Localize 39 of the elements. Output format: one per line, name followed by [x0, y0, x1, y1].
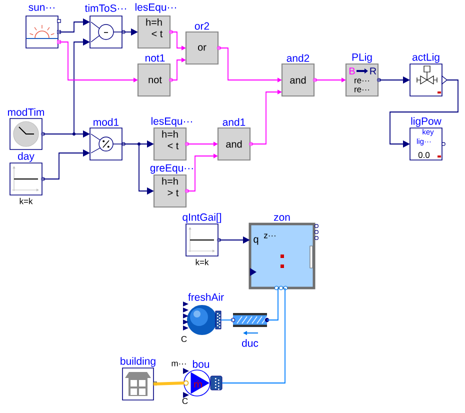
block-name: lesEqu···	[136, 3, 176, 13]
logic-block: h=h < t	[137, 15, 173, 49]
parameter-label: k=k	[196, 258, 209, 266]
logic-block: h=h < t	[153, 127, 189, 161]
block-name: sun···	[28, 5, 54, 11]
block-name: building	[120, 357, 156, 367]
block-name: greEqu···	[150, 164, 193, 174]
connection-line	[222, 288, 286, 384]
block-name: timToS···	[84, 4, 126, 12]
block-name: zon	[274, 215, 290, 221]
block-name: and1	[222, 118, 246, 126]
logic-block: and	[217, 127, 253, 161]
logic-block: and	[281, 63, 317, 97]
block-name: actLig	[412, 53, 440, 63]
block-name: duc	[242, 339, 258, 347]
block-name: bou	[192, 360, 210, 368]
parameter-label: k=k	[20, 198, 33, 204]
port-label: C	[181, 336, 187, 342]
block-name: PLig	[352, 53, 372, 63]
block-name: lesEqu···	[152, 117, 192, 127]
block-name: or2	[194, 22, 210, 30]
block-name: mod1	[94, 118, 119, 126]
port-label: m···	[172, 362, 186, 366]
logic-block: h=h > t	[153, 174, 189, 208]
connection-line	[266, 288, 278, 320]
room-block: q z···	[248, 222, 318, 290]
block-name: not1	[146, 54, 165, 62]
block-name: modTim	[8, 108, 44, 116]
source-block: ṁ	[183, 370, 222, 396]
block-name: day	[18, 152, 34, 162]
block-name: freshAir	[188, 293, 224, 301]
block-name: qIntGai[]	[182, 213, 222, 223]
logic-block: not	[137, 63, 173, 97]
block-name: ligPow	[411, 117, 442, 127]
logic-block: B R re··· re···	[345, 63, 381, 97]
connection-line	[153, 382, 184, 386]
block-name: and2	[286, 54, 310, 62]
logic-block: or	[185, 31, 221, 65]
port-label: C	[182, 398, 188, 404]
